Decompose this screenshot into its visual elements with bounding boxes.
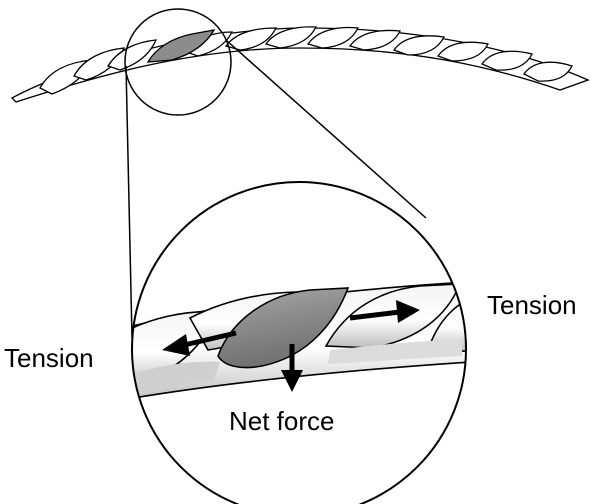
magnifier-lines <box>124 8 427 339</box>
tension-left-arrow <box>162 330 237 356</box>
magnified-view <box>131 181 467 504</box>
highlighted-strand-large <box>217 287 350 369</box>
highlighted-strand-small <box>146 29 216 63</box>
net-force-label: Net force <box>229 406 335 436</box>
force-arrows <box>162 300 420 392</box>
curved-cable <box>10 26 590 103</box>
tension-left-label: Tension <box>4 343 94 373</box>
strand <box>426 295 466 353</box>
magnifier-small-circle <box>124 8 232 116</box>
net-force-arrow <box>281 344 303 392</box>
tension-right-arrow <box>349 300 420 323</box>
tension-right-label: Tension <box>487 290 577 320</box>
